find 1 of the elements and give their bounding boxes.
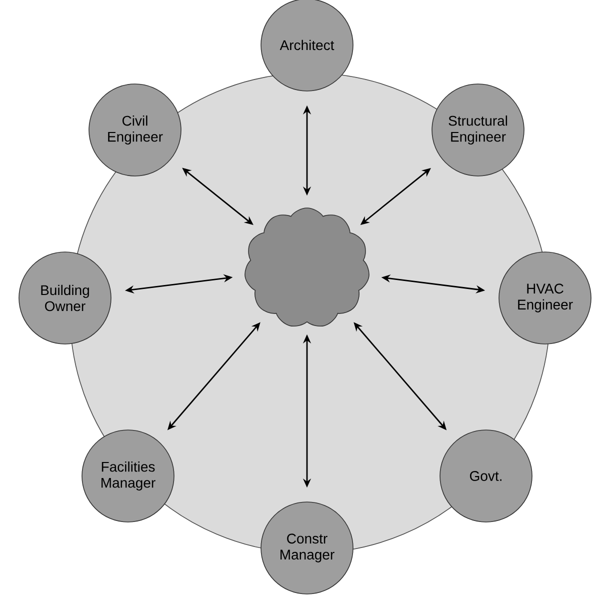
cloud-shape [244, 208, 370, 327]
